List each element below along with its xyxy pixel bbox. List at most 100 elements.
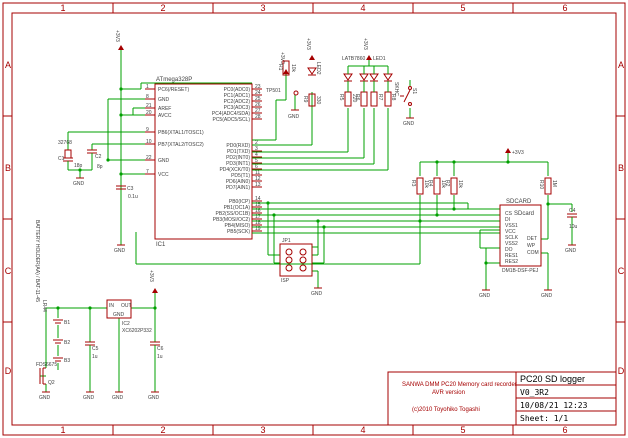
gnd-symbol: GND bbox=[114, 244, 126, 254]
svg-text:8p: 8p bbox=[97, 164, 103, 170]
svg-text:IN: IN bbox=[109, 303, 114, 309]
resistor-r7: R7 bbox=[370, 81, 383, 107]
grid-labels: 1 2 3 4 5 6 1 2 3 4 5 6 A B C D A B C D bbox=[5, 3, 625, 435]
regulator-ic2: IN OUT GND IC2 XC6202P332 bbox=[106, 299, 152, 334]
sdcard-pin-label: COM bbox=[527, 250, 539, 256]
mcu-pin-label: PC4(ADC4/SDA) bbox=[212, 111, 250, 117]
capacitor-c4: C4 10u bbox=[567, 208, 578, 230]
gnd-symbol: GND bbox=[73, 177, 85, 187]
svg-text:+3V3: +3V3 bbox=[512, 150, 524, 156]
svg-text:FDS6675: FDS6675 bbox=[36, 362, 57, 368]
mcu-pin-label: PD1(TXD) bbox=[227, 149, 250, 155]
row-label: B bbox=[5, 163, 11, 173]
resistor-r5: R5 220 bbox=[338, 81, 357, 107]
gnd-symbol: GND bbox=[311, 287, 323, 297]
vcc-symbol: +3V3 bbox=[148, 270, 158, 293]
svg-text:R9: R9 bbox=[302, 96, 308, 103]
mcu-pin-label: GND bbox=[158, 158, 170, 164]
svg-text:+3V3: +3V3 bbox=[114, 30, 120, 42]
led-led2: LED2 bbox=[307, 62, 321, 76]
svg-text:GND: GND bbox=[112, 395, 124, 401]
battery-b2: B2 bbox=[53, 339, 70, 346]
gnd-symbol: GND bbox=[541, 289, 553, 299]
mcu-pin-number: 11 bbox=[255, 170, 260, 176]
isp-connector-jp1: JP1 ISP bbox=[279, 238, 313, 284]
col-label: 6 bbox=[562, 3, 567, 13]
battery-b3: B3 bbox=[53, 357, 70, 364]
capacitor-c6: C6 1u bbox=[150, 341, 164, 360]
mcu-pin-number: 5 bbox=[255, 158, 258, 164]
svg-text:GND: GND bbox=[73, 181, 85, 187]
mcu-pin-label: PC3(ADC3) bbox=[224, 105, 251, 111]
svg-text:GND: GND bbox=[114, 248, 126, 254]
mcu-pin-number: 14 bbox=[255, 196, 261, 202]
svg-text:+3V3: +3V3 bbox=[305, 38, 311, 50]
mcu-pin-label: PB7(XTAL2/TOSC2) bbox=[158, 142, 204, 148]
mcu-pin-label: PC0(ADC0) bbox=[224, 87, 251, 93]
svg-text:10k: 10k bbox=[440, 180, 446, 189]
mcu-pin-number: 8 bbox=[146, 94, 149, 100]
svg-text:GND: GND bbox=[403, 121, 415, 127]
svg-text:32768: 32768 bbox=[58, 140, 72, 146]
svg-text:LATB7860: LATB7860 bbox=[342, 56, 365, 62]
svg-text:220: 220 bbox=[351, 94, 357, 103]
sdcard-pin-label: VSS1 bbox=[505, 223, 518, 229]
gnd-symbol: GND bbox=[148, 391, 160, 401]
svg-text:B3: B3 bbox=[64, 358, 70, 364]
svg-text:330: 330 bbox=[315, 96, 321, 105]
svg-text:GND: GND bbox=[565, 248, 577, 254]
sdcard-pin-label: WP bbox=[527, 243, 536, 249]
svg-text:GND: GND bbox=[288, 114, 300, 120]
sheet-text: Sheet: 1/1 bbox=[520, 414, 568, 423]
capacitor-c2: C2 8p bbox=[87, 149, 103, 170]
resistor-r1: R1 10k bbox=[277, 60, 296, 76]
mcu-pin-label: PD6(AIN0) bbox=[226, 179, 251, 185]
title-block: PC20 SD logger V0_3R2 10/08/21 12:23 She… bbox=[387, 371, 617, 426]
col-label: 4 bbox=[360, 425, 365, 435]
mcu-pin-label: VCC bbox=[158, 172, 169, 178]
svg-text:ISP: ISP bbox=[281, 278, 290, 284]
isp-pin bbox=[285, 256, 293, 264]
col-label: 6 bbox=[562, 425, 567, 435]
svg-text:LED2: LED2 bbox=[315, 62, 321, 75]
mcu-pin-number: 3 bbox=[255, 146, 258, 152]
mcu-pin-label: PB2(SS/OC1B) bbox=[216, 211, 251, 217]
svg-text:LR44: LR44 bbox=[41, 300, 47, 312]
mcu-pin-label: PD7(AIN1) bbox=[226, 185, 251, 191]
svg-text:R5: R5 bbox=[338, 94, 344, 101]
gnd-symbol: GND bbox=[39, 391, 51, 401]
capacitor-c1: C1 18p bbox=[58, 156, 83, 170]
col-label: 5 bbox=[460, 3, 465, 13]
sdcard-pin-label: RES2 bbox=[505, 259, 518, 265]
col-label: 3 bbox=[260, 425, 265, 435]
mcu-pin-number: 25 bbox=[255, 96, 261, 102]
mcu-pin-label: PD0(RXD) bbox=[226, 143, 250, 149]
mcu-pin-number: 12 bbox=[255, 176, 261, 182]
row-label: A bbox=[618, 60, 624, 70]
col-label: 1 bbox=[60, 3, 65, 13]
svg-text:BATTERY HOLDER(AA) / BAT-11-45: BATTERY HOLDER(AA) / BAT-11-45 bbox=[34, 220, 40, 302]
svg-text:SKHC: SKHC bbox=[393, 82, 399, 96]
svg-text:GND: GND bbox=[148, 395, 160, 401]
svg-text:+3V3: +3V3 bbox=[362, 38, 368, 50]
mcu-pin-number: 22 bbox=[146, 155, 152, 161]
svg-text:TP501: TP501 bbox=[266, 88, 281, 94]
svg-text:10k: 10k bbox=[423, 180, 429, 189]
svg-text:JP1: JP1 bbox=[282, 238, 291, 244]
mosfet-q2: FDS6675 Q2 bbox=[36, 362, 57, 386]
mcu-pin-number: 17 bbox=[255, 214, 261, 220]
sd-card-connector: SDCARD SDcard DM1B-DSF-PEJ CSDIVSS1VCCSC… bbox=[499, 199, 542, 274]
description-line2: AVR version bbox=[432, 390, 465, 396]
mcu-left-pins: PC6(/RESET)1GND8AREF21AVCC20PB6(XTAL1/TO… bbox=[145, 84, 204, 178]
row-label: C bbox=[5, 266, 12, 276]
svg-text:+3V3: +3V3 bbox=[279, 52, 285, 64]
sdcard-name: SDCARD bbox=[506, 199, 532, 205]
svg-text:1u: 1u bbox=[92, 354, 98, 360]
date-text: 10/08/21 12:23 bbox=[520, 401, 588, 410]
svg-text:10k: 10k bbox=[290, 64, 296, 73]
mcu-pin-label: PB0(ICP) bbox=[229, 199, 250, 205]
isp-pin bbox=[299, 264, 307, 272]
isp-pin bbox=[285, 248, 293, 256]
